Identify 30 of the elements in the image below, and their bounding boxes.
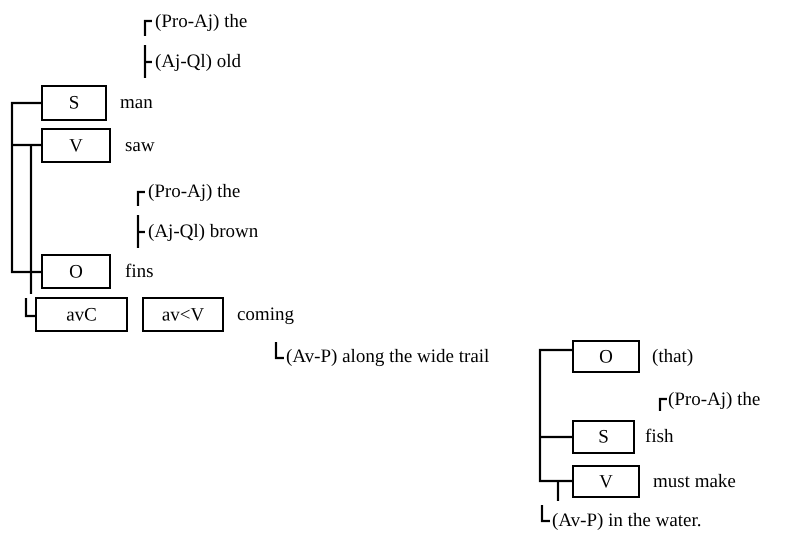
role-label: S — [597, 428, 610, 446]
word-label: must make — [653, 472, 736, 490]
role-box — [41, 254, 111, 289]
word-label: fins — [125, 262, 154, 280]
role-label: avC — [65, 305, 98, 324]
role-label: V — [598, 472, 614, 491]
role-label: O — [68, 262, 84, 281]
role-label: O — [598, 347, 614, 366]
role-label: V — [68, 136, 84, 155]
modifier-label: (Pro-Aj) the — [148, 182, 240, 201]
role-box — [572, 420, 635, 454]
word-label: coming — [237, 304, 294, 324]
word-label: man — [120, 93, 153, 112]
role-box — [572, 465, 640, 498]
role-label: av<V — [160, 305, 206, 324]
word-label: saw — [125, 136, 155, 154]
modifier-label: (Pro-Aj) the — [155, 12, 248, 31]
modifier-label: (Av-P) along the wide trail — [286, 347, 490, 366]
role-box — [142, 297, 224, 332]
modifier-label: (Pro-Aj) the — [668, 390, 760, 409]
role-box — [35, 297, 128, 332]
role-box — [572, 340, 640, 373]
role-box — [41, 85, 107, 121]
role-label: S — [68, 94, 80, 112]
modifier-label: (Aj-Ql) old — [155, 52, 242, 71]
word-label: fish — [645, 427, 674, 446]
role-box — [41, 128, 111, 163]
modifier-label: (Aj-Ql) brown — [148, 222, 258, 241]
modifier-label: (Av-P) in the water. — [552, 511, 702, 530]
word-label: (that) — [652, 346, 694, 366]
